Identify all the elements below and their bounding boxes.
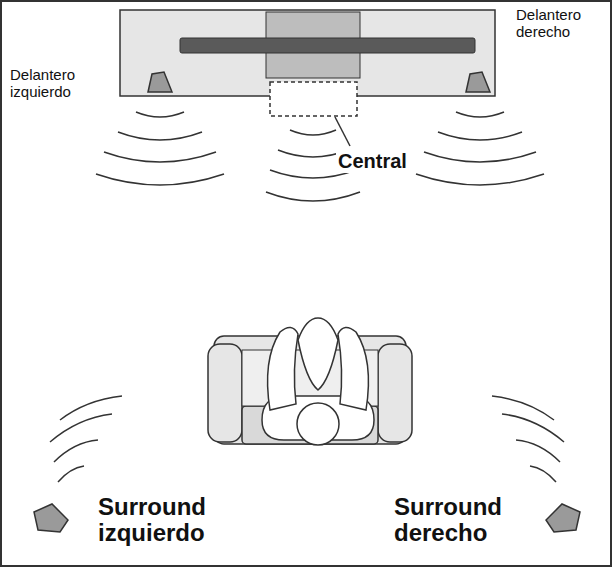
speaker-label: Central	[336, 149, 409, 173]
speaker-label: Delantero izquierdo	[8, 66, 102, 101]
speaker-label: Surround izquierdo	[98, 494, 248, 547]
speaker-label: Delantero derecho	[514, 6, 606, 41]
speaker-label: Surround derecho	[394, 494, 544, 547]
